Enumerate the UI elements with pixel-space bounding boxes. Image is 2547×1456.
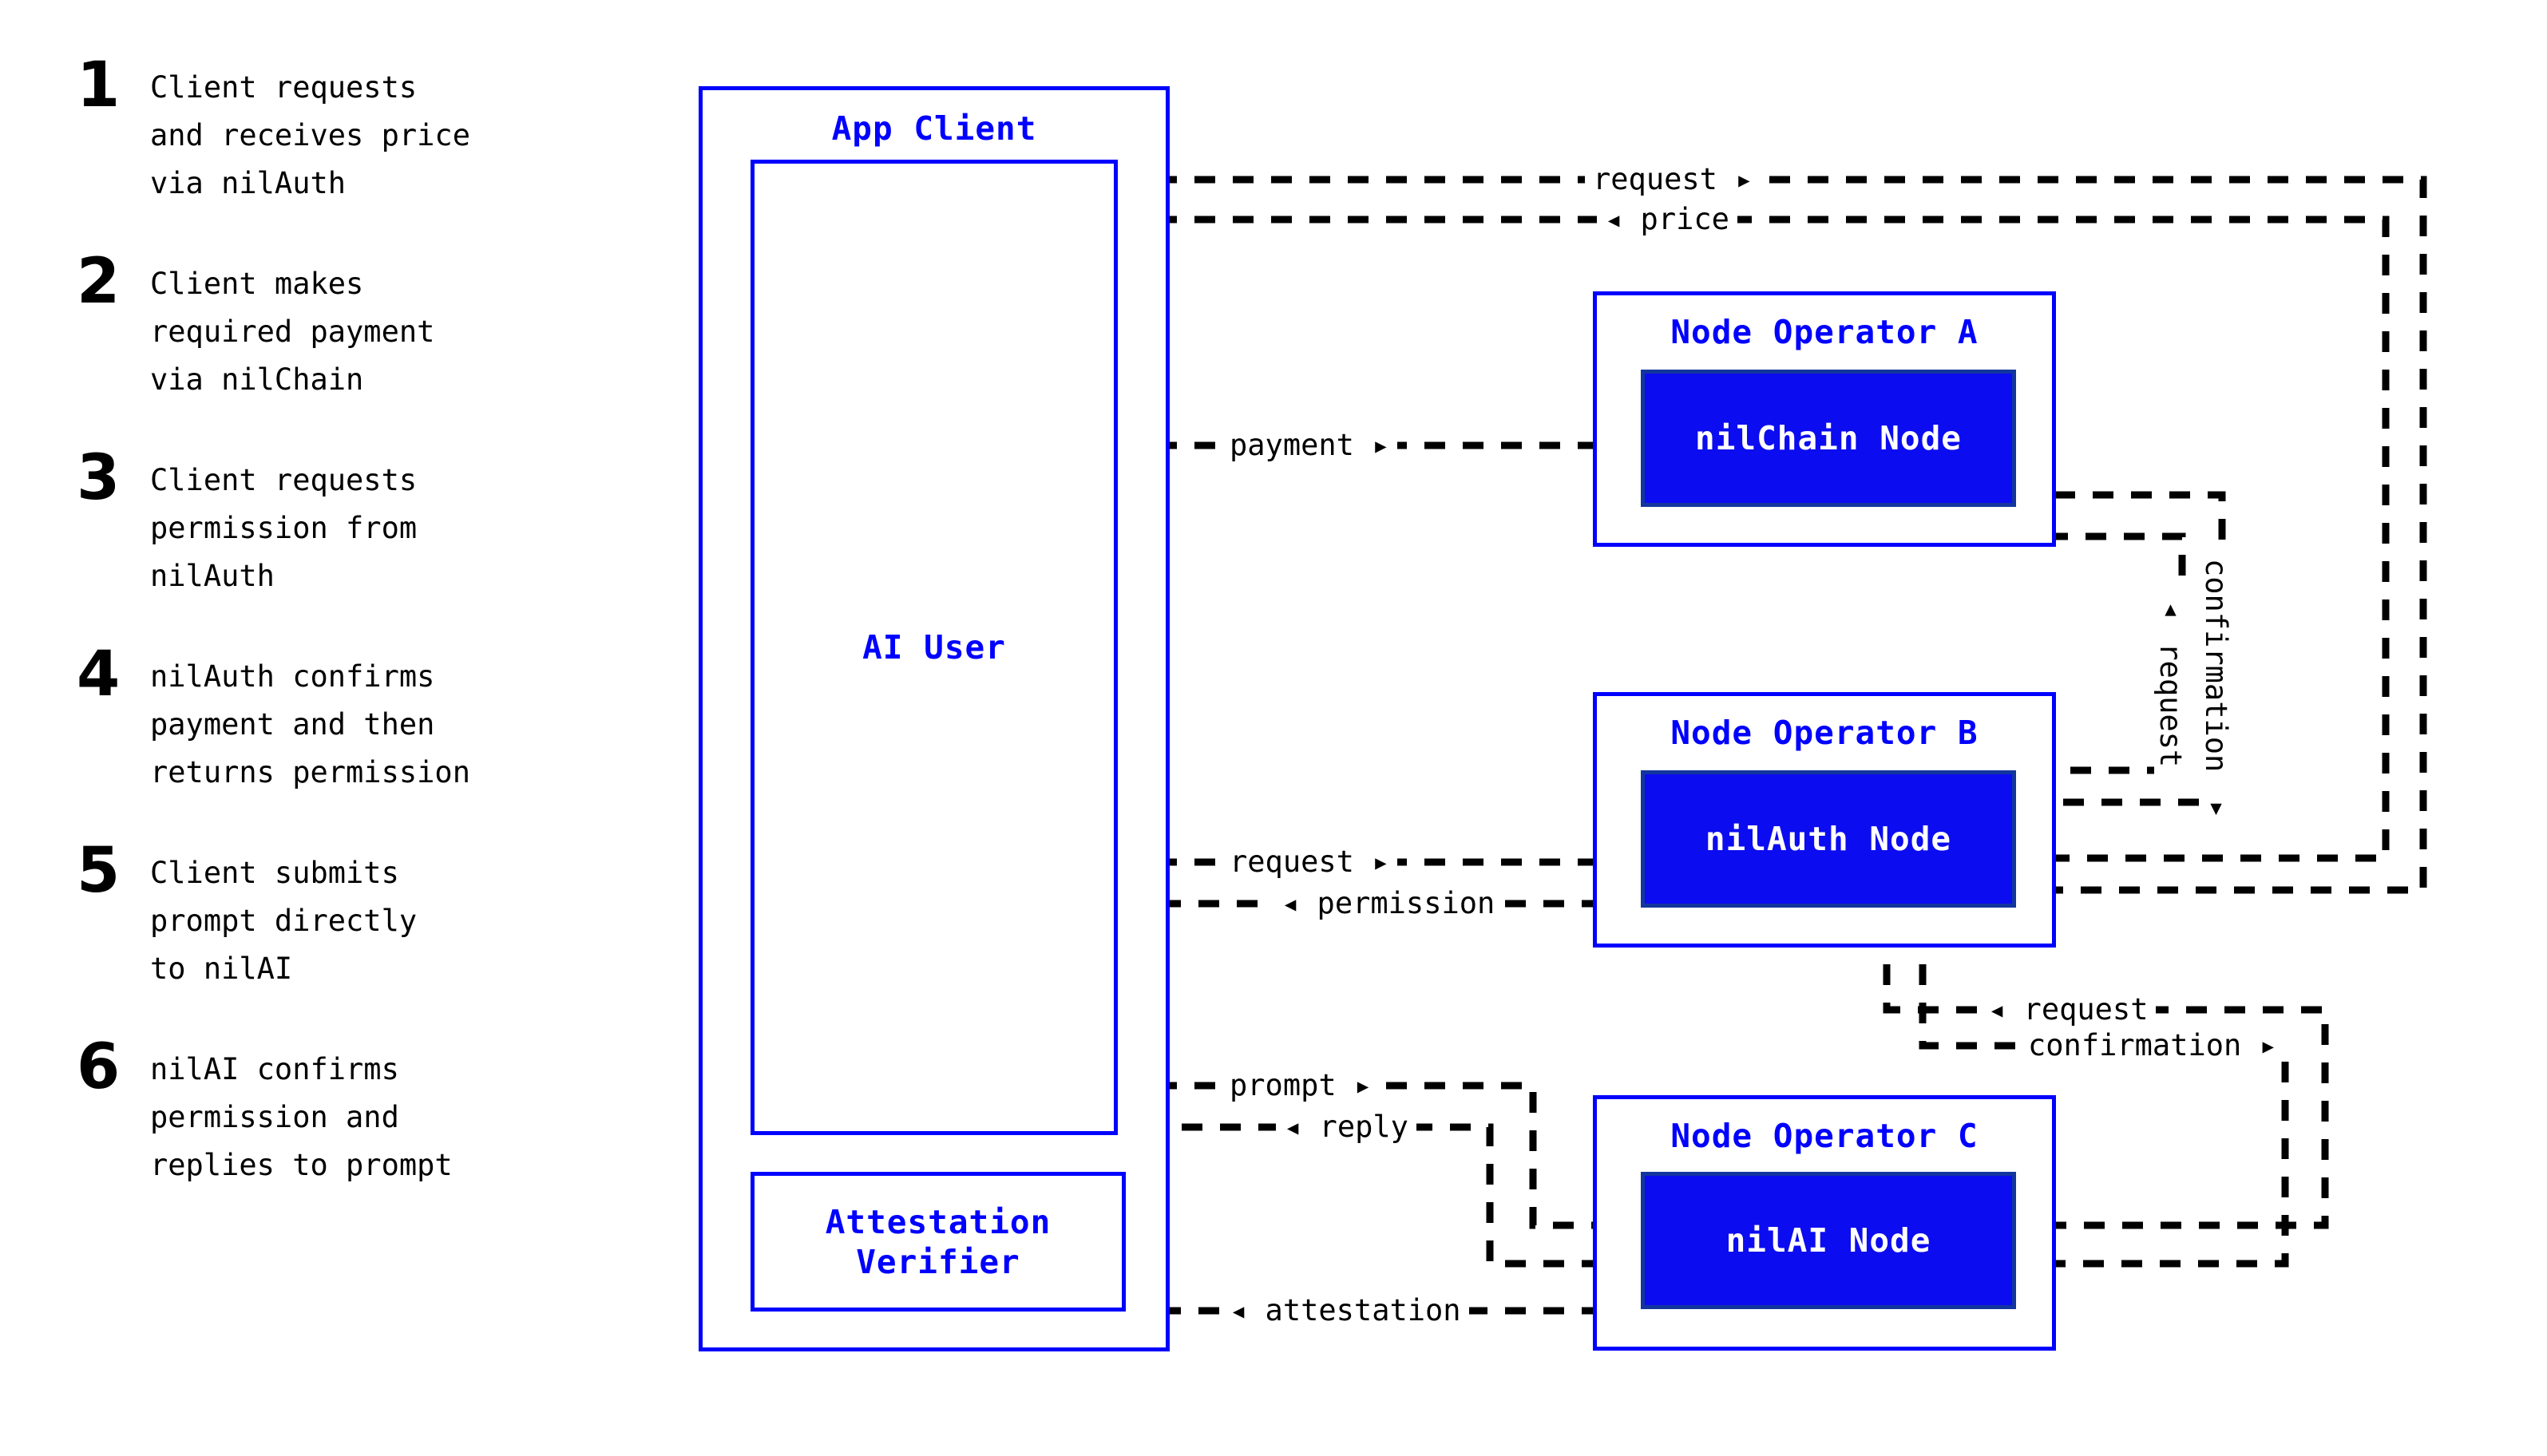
steps-legend: 1 Client requests and receives price via… — [77, 49, 691, 1236]
legend-item: 6 nilAI confirms permission and replies … — [77, 1031, 691, 1189]
attestation-verifier-label: Attestation Verifier — [825, 1202, 1052, 1281]
ai-user-box: AI User — [751, 160, 1118, 1135]
legend-number: 6 — [77, 1031, 121, 1103]
node-operator-a-title: Node Operator A — [1670, 313, 1979, 351]
node-operator-c-title: Node Operator C — [1670, 1117, 1979, 1155]
legend-description: nilAuth confirms payment and then return… — [150, 659, 470, 789]
legend-description: Client submits prompt directly to nilAI — [150, 856, 418, 986]
legend-description: Client requests permission from nilAuth — [150, 463, 418, 593]
nilchain-node-label: nilChain Node — [1695, 419, 1962, 457]
edge-label-payment: payment ▸ — [1222, 429, 1398, 461]
legend-number: 4 — [77, 639, 121, 710]
node-operator-b-title: Node Operator B — [1670, 714, 1979, 752]
edge-label-price: ◂ price — [1597, 204, 1737, 235]
legend-description: Client requests and receives price via n… — [150, 70, 470, 200]
edge-label-permission: ◂ permission — [1274, 888, 1503, 920]
edge-label-confirmation-vertical: confirmation ▾ — [2199, 551, 2233, 833]
legend-number: 1 — [77, 49, 121, 121]
legend-item: 1 Client requests and receives price via… — [77, 49, 691, 208]
legend-number: 3 — [77, 442, 121, 514]
legend-number: 5 — [77, 835, 121, 907]
nilauth-node-box: nilAuth Node — [1641, 770, 2016, 908]
edge-label-confirmation-ai: confirmation ▸ — [2020, 1030, 2285, 1062]
nilchain-node-box: nilChain Node — [1641, 370, 2016, 507]
app-client-title: App Client — [831, 109, 1037, 148]
legend-description: nilAI confirms permission and replies to… — [150, 1052, 453, 1182]
nilauth-node-label: nilAuth Node — [1705, 820, 1952, 858]
attestation-verifier-box: Attestation Verifier — [751, 1172, 1126, 1312]
legend-item: 5 Client submits prompt directly to nilA… — [77, 835, 691, 993]
ai-user-label: AI User — [862, 628, 1006, 667]
legend-description: Client makes required payment via nilCha… — [150, 267, 435, 397]
legend-item: 2 Client makes required payment via nilC… — [77, 246, 691, 404]
nilai-node-box: nilAI Node — [1641, 1172, 2016, 1309]
edge-label-request-vertical: ▴ request — [2153, 583, 2188, 776]
edge-label-prompt: prompt ▸ — [1222, 1070, 1380, 1102]
edge-label-reply: ◂ reply — [1276, 1111, 1416, 1143]
edge-label-attestation: ◂ attestation — [1222, 1295, 1469, 1327]
legend-number: 2 — [77, 246, 121, 318]
nilai-node-label: nilAI Node — [1725, 1221, 1931, 1260]
legend-item: 3 Client requests permission from nilAut… — [77, 442, 691, 600]
edge-label-request-top: request ▸ — [1585, 164, 1761, 196]
edge-label-request-ai: ◂ request — [1980, 994, 2157, 1026]
legend-item: 4 nilAuth confirms payment and then retu… — [77, 639, 691, 797]
edge-label-request-auth: request ▸ — [1222, 846, 1398, 878]
